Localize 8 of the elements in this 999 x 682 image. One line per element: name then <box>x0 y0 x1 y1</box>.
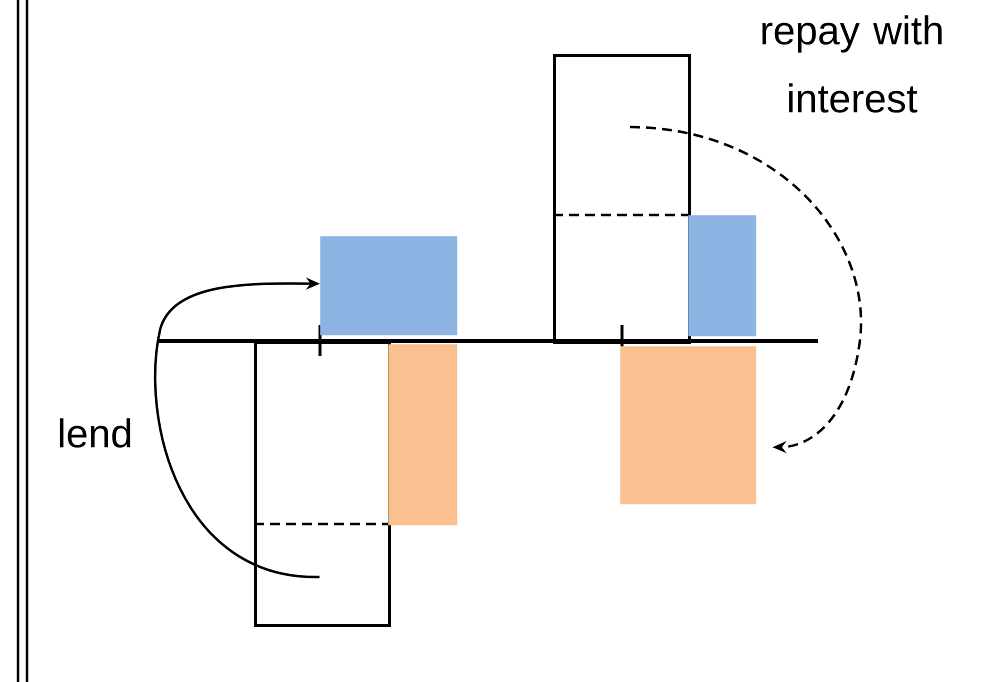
filled-block <box>620 346 756 504</box>
filled-block <box>388 344 458 526</box>
edge-label: repay with interest <box>762 15 942 113</box>
curved-arrow <box>154 277 320 578</box>
edge-label: lend <box>60 418 130 448</box>
curved-arrow <box>630 126 862 454</box>
filled-block <box>320 236 458 336</box>
filled-block <box>688 215 756 336</box>
